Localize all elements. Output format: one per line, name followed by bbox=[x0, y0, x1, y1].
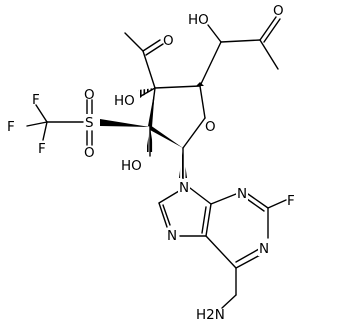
bond-c5-oh bbox=[207, 24, 222, 43]
hash-c3-oh bbox=[138, 88, 155, 98]
atom-f3: F bbox=[38, 141, 46, 157]
atom-oh-c2: HO bbox=[121, 158, 142, 174]
atom-o-ring: O bbox=[205, 119, 216, 135]
bond-c6-ch3 bbox=[259, 39, 279, 70]
atom-f-purine: F bbox=[287, 193, 295, 209]
bond-c8-n7-a bbox=[158, 202, 168, 228]
bond-n9-c8 bbox=[158, 190, 180, 204]
bond-c5-c6 bbox=[220, 39, 261, 43]
bond-c6-c5 bbox=[205, 235, 237, 269]
atom-labels: O HO O HO O O S O F F F HO N N N N F H2N bbox=[7, 3, 295, 323]
bond-n1-c6-a bbox=[235, 253, 263, 269]
bond-c3-c4 bbox=[154, 85, 201, 89]
atom-oh-side: HO bbox=[188, 12, 209, 28]
hash-c1-n9 bbox=[179, 148, 187, 178]
bonds bbox=[26, 16, 287, 309]
atom-f1: F bbox=[32, 92, 40, 108]
bond-c3-acetylc bbox=[142, 50, 156, 89]
wedge-c4-bold bbox=[196, 82, 204, 86]
wedge-c2-s bbox=[100, 119, 150, 127]
wedge-c2-c1 bbox=[150, 125, 183, 148]
bond-nh2-link bbox=[221, 294, 237, 309]
atom-n3: N bbox=[237, 186, 247, 202]
atom-oh-c3: HO bbox=[114, 93, 135, 109]
atom-n9: N bbox=[179, 180, 189, 196]
bond-cf3-f-bottom bbox=[42, 121, 48, 141]
bond-o4-c1 bbox=[182, 117, 206, 149]
bond-cf3-f-left bbox=[26, 121, 48, 127]
bond-c6-o-a bbox=[259, 16, 277, 41]
bond-c4-o4 bbox=[199, 85, 206, 119]
bond-c8-n7-b bbox=[162, 204, 171, 226]
atom-o-sulfonyl-top: O bbox=[84, 87, 95, 103]
bond-c4-c5 bbox=[199, 41, 222, 87]
atom-o-sulfonyl-bottom: O bbox=[84, 145, 95, 161]
bond-c2-f bbox=[267, 199, 287, 209]
bond-n1-c6-b bbox=[235, 248, 260, 263]
bond-n3-c2-b bbox=[246, 198, 265, 212]
bond-c5-c4-a bbox=[205, 203, 212, 237]
atom-n7: N bbox=[167, 228, 177, 244]
atom-o-ketone: O bbox=[273, 3, 284, 19]
hash-c2-oh bbox=[146, 127, 154, 152]
atom-o-acetyl: O bbox=[163, 33, 174, 49]
bond-c4-n3 bbox=[210, 193, 237, 205]
atom-f2: F bbox=[7, 119, 15, 135]
atom-nh2: H2N bbox=[196, 307, 225, 323]
bond-acetylc-o-a bbox=[142, 39, 161, 52]
bond-acetylc-o-b bbox=[145, 43, 164, 56]
bond-acetylc-ch3 bbox=[124, 32, 144, 52]
atom-s: S bbox=[85, 115, 94, 131]
atom-n1: N bbox=[259, 241, 269, 257]
wedge-c3-c2 bbox=[148, 88, 155, 127]
bond-c6-o-b bbox=[263, 18, 281, 43]
bond-cf3-f-top bbox=[35, 104, 48, 123]
stereo-bonds bbox=[100, 82, 204, 178]
bond-c4-n9 bbox=[189, 187, 212, 205]
bond-n3-c2-a bbox=[247, 193, 269, 209]
bond-c5-c4-b bbox=[201, 206, 207, 234]
